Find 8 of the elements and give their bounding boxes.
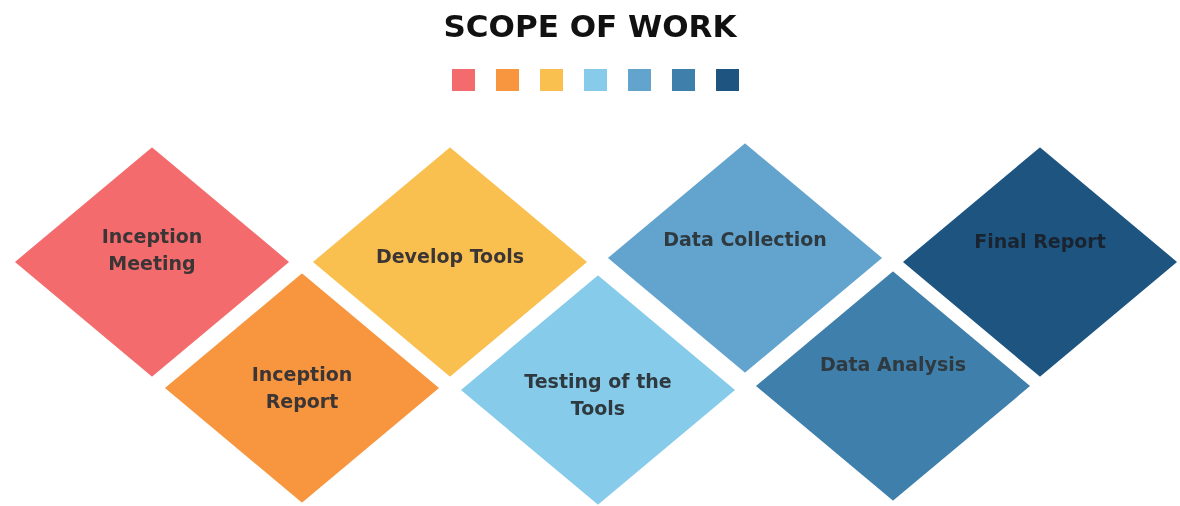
step-label: Develop Tools xyxy=(374,244,526,269)
step-label: Testing of the Tools xyxy=(523,369,673,421)
title: SCOPE OF WORK xyxy=(442,8,738,44)
step-label: Inception Report xyxy=(250,362,354,414)
step-label: Inception Meeting xyxy=(100,224,204,276)
step-label: Final Report xyxy=(973,229,1107,254)
step-label: Data Collection xyxy=(662,227,828,252)
step-label: Data Analysis xyxy=(818,352,968,377)
